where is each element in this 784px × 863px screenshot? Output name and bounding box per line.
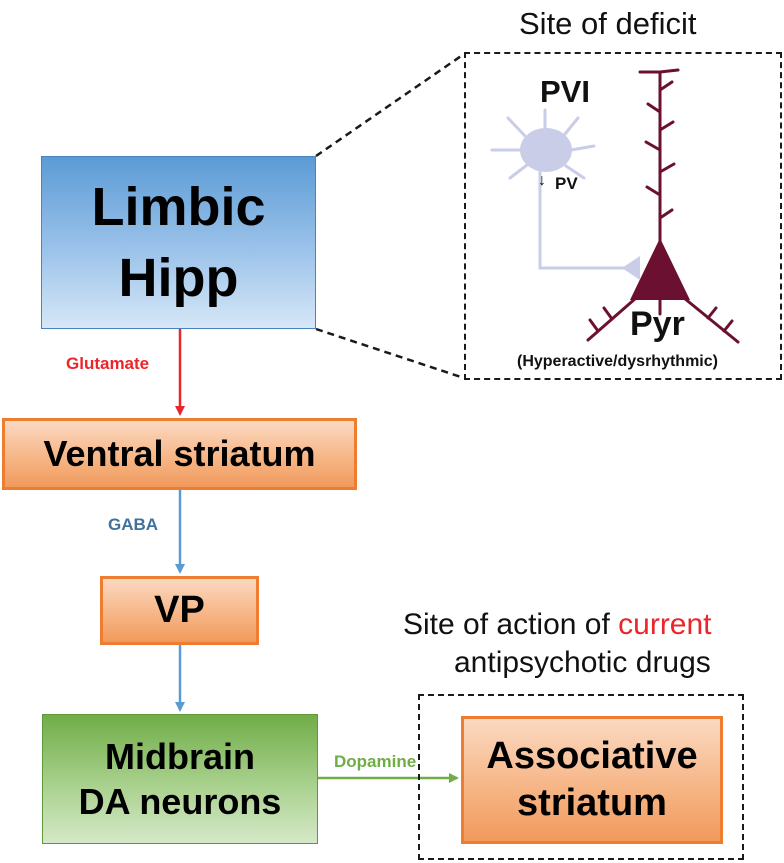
limbic-label: Limbic [91,177,266,238]
action-panel-title-line2: antipsychotic drugs [454,646,711,679]
ventral-striatum-label: Ventral striatum [43,433,316,474]
striatum-label: striatum [517,782,667,824]
pyramidal-neuron-icon [586,68,740,344]
pvi-interneuron-icon [490,108,630,270]
associative-striatum-box: Associative striatum [461,716,723,844]
zoom-line-top [315,52,465,158]
vp-box: VP [100,576,259,645]
dopamine-label: Dopamine [334,752,417,771]
pvi-soma-icon [520,128,572,172]
associative-label: Associative [486,734,698,777]
action-panel-frame [418,694,744,860]
pyramidal-soma-icon [630,238,690,300]
da-neurons-label: DA neurons [78,781,282,822]
glutamate-label: Glutamate [66,354,150,373]
action-title-text: Site of action of [403,608,610,641]
deficit-panel-frame [464,52,782,380]
zoom-line-bottom [315,327,465,380]
pv-label: PV [555,174,578,193]
midbrain-label: Midbrain [105,736,255,777]
action-title-highlight: current [618,608,712,641]
synapse-terminal-icon [622,256,640,280]
vp-label: VP [154,589,205,631]
pvi-label: PVI [540,74,590,109]
limbic-hipp-box: Limbic Hipp [41,156,316,329]
pyr-label: Pyr [630,305,685,343]
midbrain-da-neurons-box: Midbrain DA neurons [42,714,318,844]
pyr-note: (Hyperactive/dysrhythmic) [517,353,718,370]
hipp-label: Hipp [118,247,239,308]
ventral-striatum-box: Ventral striatum [2,418,357,490]
pv-decrease-arrow: ↓ [538,172,546,189]
action-panel-title-line1: Site of action of current [403,608,712,642]
gaba-label: GABA [108,515,159,534]
deficit-panel-title: Site of deficit [519,6,697,41]
